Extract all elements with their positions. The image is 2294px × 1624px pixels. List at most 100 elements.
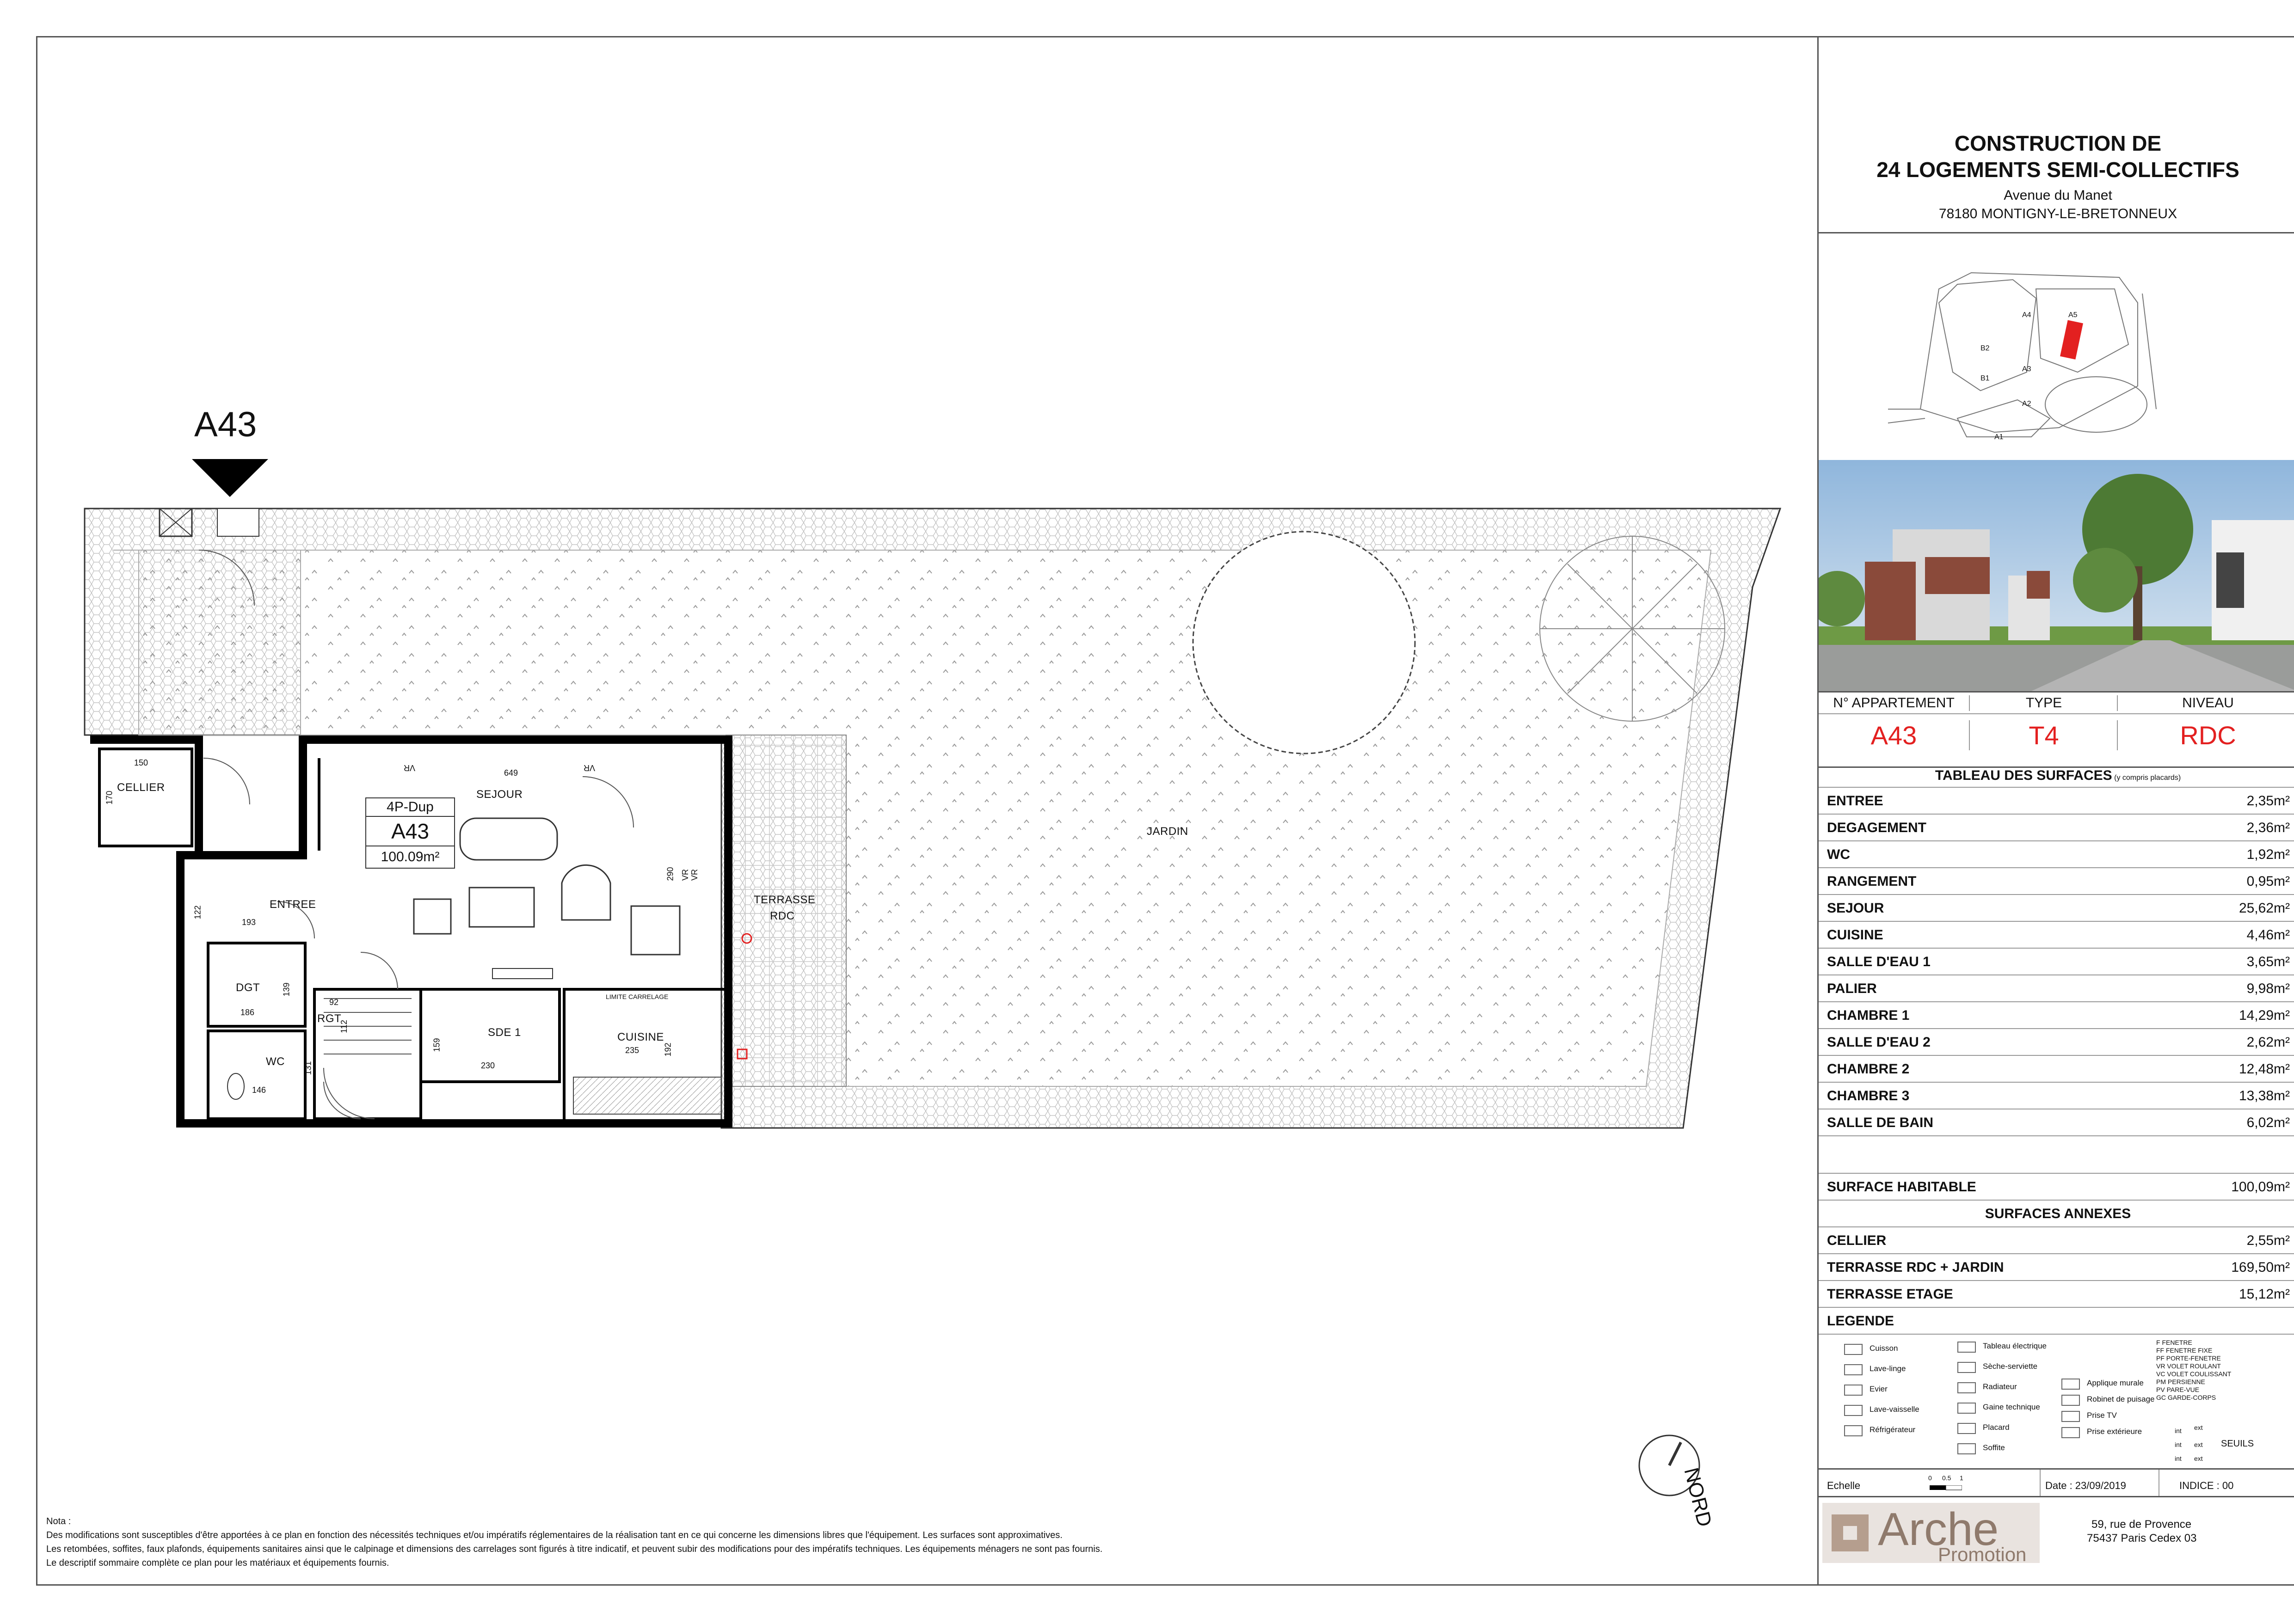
surface-row: RANGEMENT 0,95m² [1819,867,2294,894]
annex-title: SURFACES ANNEXES [1985,1206,2131,1221]
surface-room: CUISINE [1827,927,1883,943]
room-entree: ENTREE [270,898,316,911]
office-address-street: 59, rue de Provence [2091,1518,2192,1531]
scale-label: Echelle [1827,1480,1861,1491]
dim-cellier-w: 150 [134,758,148,767]
legend-item: Placard [1983,1423,2010,1432]
scale-tick: 0.5 [1942,1474,1951,1482]
value-apartment: A43 [1870,721,1917,750]
surfaces-note: (y compris placards) [2114,774,2181,782]
area-jardin: JARDIN [1147,825,1188,838]
unit-area: 100.09m² [381,849,440,864]
surface-area: 6,02m² [2246,1115,2290,1130]
appliance-icon [1844,1344,1863,1355]
scale-row: Echelle 0 0.5 1 Date : 23/09/2019 INDICE… [1819,1468,2294,1497]
surface-room: DEGAGEMENT [1827,820,1927,835]
abbreviation-item: PV PARE-VUE [2156,1386,2200,1393]
header-type: TYPE [1969,695,2118,711]
surface-room: SEJOUR [1827,901,1884,916]
logo: Arche Promotion [1822,1503,2040,1565]
habitable-label: SURFACE HABITABLE [1827,1179,1976,1195]
abbreviation-item: PM PERSIENNE [2156,1378,2205,1385]
annex-title-row: SURFACES ANNEXES [1819,1200,2294,1226]
room-rgt: RGT [317,1012,342,1025]
area-terrasse-level: RDC [770,910,795,922]
surface-room: CHAMBRE 3 [1827,1088,1910,1103]
scale-tick: 0 [1928,1474,1932,1482]
date-label: Date : 23/09/2019 [2045,1480,2126,1491]
title-block: CONSTRUCTION DE 24 LOGEMENTS SEMI-COLLEC… [1817,36,2294,1586]
dim-entree-w: 193 [242,918,256,927]
legend-item: Applique murale [2087,1379,2144,1387]
seuil-int: int [2175,1427,2182,1434]
site-label: A3 [2022,365,2031,373]
dim-dgt-w: 186 [240,1008,255,1017]
dim-sejour-h: 290 [665,867,675,881]
surface-room: SALLE D'EAU 2 [1827,1035,1931,1050]
surface-area: 13,38m² [2239,1088,2290,1103]
rendering-image [1819,460,2294,691]
surface-row: SALLE DE BAIN 6,02m² [1819,1109,2294,1135]
seuil-ext: ext [2194,1424,2203,1431]
legend-item: Lave-vaisselle [1870,1405,1919,1414]
apartment-marker-label: A43 [194,405,257,444]
surface-row: SEJOUR 25,62m² [1819,894,2294,921]
surface-area: 12,48m² [2239,1061,2290,1077]
seuils-label: SEUILS [2221,1439,2254,1449]
surface-room: SALLE D'EAU 1 [1827,954,1931,969]
project-rendering [1819,460,2294,691]
seuil-int: int [2175,1441,2182,1448]
legend-item: Robinet de puisage [2087,1395,2155,1403]
legend-item: Tableau électrique [1983,1342,2047,1350]
appliance-icon [1844,1364,1863,1375]
abbreviation-item: FF FENETRE FIXE [2156,1347,2213,1354]
dim-sejour-w: 649 [504,768,518,778]
surface-area: 0,95m² [2246,874,2290,889]
logo-sub: Promotion [1938,1544,2027,1565]
legend-item: Evier [1870,1385,1888,1393]
surface-room: RANGEMENT [1827,874,1917,889]
equipment-icon [1957,1423,1976,1434]
surface-area: 1,92m² [2246,847,2290,862]
legend-item: Réfrigérateur [1870,1425,1916,1434]
dim-sde-w: 230 [481,1061,495,1070]
legend-item: Radiateur [1983,1382,2017,1391]
unit-box: 4P-Dup A43 100.09m² [365,797,455,869]
abbreviation-item: VC VOLET COULISSANT [2156,1370,2232,1378]
surfaces-title-row: TABLEAU DES SURFACES (y compris placards… [1819,766,2294,788]
surface-room: SALLE DE BAIN [1827,1115,1934,1130]
dim-dgt-h: 139 [282,982,291,997]
surfaces-title: TABLEAU DES SURFACES [1935,768,2112,783]
project-title-line2: 24 LOGEMENTS SEMI-COLLECTIFS [1876,158,2239,182]
notes-line: Les retombées, soffites, faux plafonds, … [46,1544,1103,1554]
abbreviation-item: PF PORTE-FENETRE [2156,1354,2221,1362]
surface-area: 4,46m² [2246,927,2290,943]
seuil-int: int [2175,1455,2182,1462]
fitting-icon [2061,1379,2080,1390]
abbreviation-item: GC GARDE-CORPS [2156,1394,2216,1401]
project-address-city: 78180 MONTIGNY-LE-BRETONNEUX [1938,206,2177,221]
surface-area: 2,35m² [2246,793,2290,809]
annex-value: 2,55m² [2246,1233,2290,1248]
surface-area: 3,65m² [2246,954,2290,969]
site-label: A1 [1994,433,2004,441]
legend-item: Sèche-serviette [1983,1362,2038,1371]
seuil-ext: ext [2194,1455,2203,1462]
site-label: B2 [1980,344,1990,352]
seuil-ext: ext [2194,1441,2203,1448]
habitable-value: 100,09m² [2231,1179,2290,1195]
project-address-street: Avenue du Manet [2004,188,2112,203]
spacer-row [1819,1135,2294,1162]
legend-item: Gaine technique [1983,1403,2040,1411]
legend-item: Soffite [1983,1443,2005,1452]
equipment-icon [1957,1342,1976,1353]
surface-area: 9,98m² [2246,981,2290,996]
surface-area: 25,62m² [2239,901,2290,916]
logo-mark [1832,1514,1869,1551]
office-address-city: 75437 Paris Cedex 03 [2087,1532,2197,1544]
